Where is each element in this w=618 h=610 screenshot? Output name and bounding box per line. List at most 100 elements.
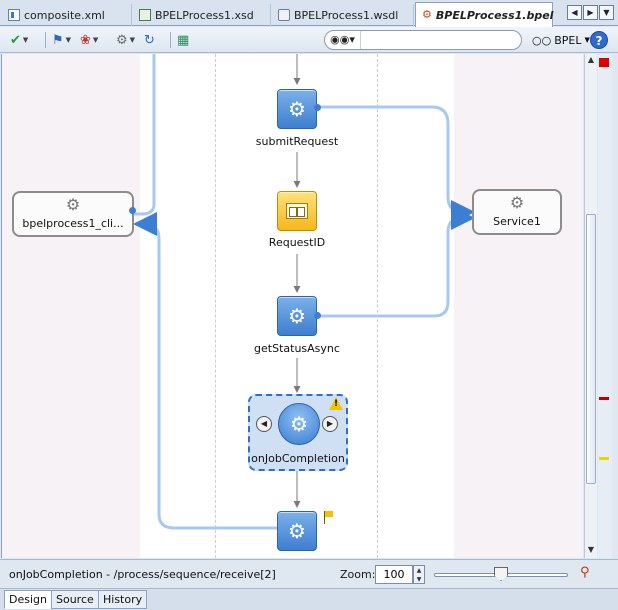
bpel-file-icon: ⚙ bbox=[422, 8, 432, 21]
selection-path: onJobCompletion - /process/sequence/rece… bbox=[9, 568, 276, 581]
scroll-tabs-right-icon[interactable]: ▶ bbox=[583, 5, 598, 20]
checkmark-icon: ✔ bbox=[10, 32, 21, 48]
glasses-icon: ○○ bbox=[532, 33, 552, 47]
zoom-to-fit-icon[interactable]: ⚲ bbox=[580, 565, 590, 580]
overview-markers bbox=[598, 54, 612, 558]
partner-link-label: bpelprocess1_cli... bbox=[22, 217, 124, 230]
wire-final-receive-to-client bbox=[133, 212, 278, 530]
zoom-stepper[interactable]: ▲ ▼ bbox=[413, 565, 425, 584]
tab-bpelprocess1-wsdl[interactable]: BPELProcess1.wsdl bbox=[272, 4, 414, 26]
previous-branch-icon[interactable]: ◀ bbox=[256, 416, 272, 432]
error-marker[interactable] bbox=[599, 397, 609, 400]
tab-source[interactable]: Source bbox=[51, 590, 99, 609]
pick-onjobcompletion-selected[interactable]: ◀ ⚙ ▶ onJobCompletion bbox=[248, 394, 348, 471]
tab-design[interactable]: Design bbox=[4, 590, 52, 609]
layout-button[interactable]: ▦ bbox=[177, 30, 189, 50]
tab-history[interactable]: History bbox=[98, 590, 148, 609]
chevron-down-icon: ▼ bbox=[584, 36, 590, 44]
zoom-label: Zoom: bbox=[340, 568, 376, 581]
activity-label: submitRequest bbox=[255, 135, 339, 148]
refresh-button[interactable]: ↻ bbox=[144, 30, 155, 50]
wire-getstatus-to-service bbox=[318, 206, 475, 318]
partner-link-service1[interactable]: ⚙ Service1 bbox=[472, 189, 562, 235]
chevron-down-icon: ▼ bbox=[92, 36, 99, 44]
tab-label: BPELProcess1.wsdl bbox=[294, 8, 399, 22]
wire-client-to-sequence bbox=[134, 54, 156, 216]
toolbar-separator bbox=[45, 32, 46, 48]
scrollbar-thumb[interactable] bbox=[586, 214, 596, 484]
search-input[interactable] bbox=[365, 32, 515, 48]
xsd-file-icon bbox=[139, 9, 151, 21]
partner-link-label: Service1 bbox=[493, 215, 541, 228]
next-branch-icon[interactable]: ▶ bbox=[322, 416, 338, 432]
tab-label: BPELProcess1.xsd bbox=[155, 8, 254, 22]
invoke-getstatusasync[interactable]: ⚙ bbox=[277, 296, 317, 336]
zoom-up-icon[interactable]: ▲ bbox=[416, 567, 422, 574]
bpel-design-canvas[interactable]: ⚙ bpelprocess1_cli... ⚙ Service1 ⚙ submi… bbox=[1, 54, 583, 558]
partner-link-bpelprocess1-client[interactable]: ⚙ bpelprocess1_cli... bbox=[12, 191, 134, 237]
service-gear-icon: ⚙ bbox=[65, 195, 81, 214]
bookmark-icon: ⚑ bbox=[52, 32, 64, 48]
deploy-button[interactable]: ⚙▼ bbox=[116, 30, 135, 50]
receive-gear-icon: ⚙ bbox=[288, 519, 306, 543]
swimlane-guide bbox=[215, 54, 216, 558]
view-tabs: Design Source History bbox=[0, 588, 618, 610]
vertical-scrollbar[interactable]: ▲ ▼ bbox=[584, 54, 597, 558]
status-bar: onJobCompletion - /process/sequence/rece… bbox=[0, 559, 618, 588]
editor-tab-strip: composite.xml BPELProcess1.xsd BPELProce… bbox=[0, 0, 618, 27]
tab-bpelprocess1-bpel[interactable]: ⚙ BPELProcess1.bpel bbox=[415, 2, 553, 27]
bpel-menu-button[interactable]: ○○ BPEL ▼ bbox=[532, 31, 590, 49]
composite-file-icon bbox=[8, 9, 20, 21]
tab-list-dropdown-icon[interactable]: ▼ bbox=[599, 5, 614, 20]
toolbar-separator bbox=[170, 32, 171, 48]
zoom-field[interactable] bbox=[375, 565, 413, 584]
palette-icon: ❀ bbox=[80, 32, 91, 48]
assign-icon bbox=[286, 203, 308, 219]
tab-label: composite.xml bbox=[24, 8, 105, 22]
invoke-submitrequest[interactable]: ⚙ bbox=[277, 89, 317, 129]
receive-activity[interactable]: ⚙ bbox=[277, 511, 317, 551]
invoke-port-icon bbox=[314, 104, 321, 111]
tab-bpelprocess1-xsd[interactable]: BPELProcess1.xsd bbox=[133, 4, 271, 26]
activity-label: getStatusAsync bbox=[254, 342, 340, 355]
search-box: ◉◉▾ bbox=[324, 30, 522, 50]
partner-port-icon bbox=[129, 207, 136, 214]
invoke-gear-icon: ⚙ bbox=[288, 304, 306, 328]
wsdl-file-icon bbox=[278, 9, 290, 21]
refresh-icon: ↻ bbox=[144, 32, 155, 48]
receive-gear-icon: ⚙ bbox=[278, 403, 320, 445]
scroll-up-icon[interactable]: ▲ bbox=[587, 55, 595, 64]
help-button[interactable]: ? bbox=[590, 31, 608, 49]
scroll-tabs-left-icon[interactable]: ◀ bbox=[567, 5, 582, 20]
partner-links-lane-left bbox=[2, 54, 140, 558]
zoom-down-icon[interactable]: ▼ bbox=[416, 576, 422, 583]
chevron-down-icon: ▼ bbox=[65, 36, 72, 44]
tab-label: BPELProcess1.bpel bbox=[435, 8, 554, 22]
invoke-port-icon bbox=[314, 312, 321, 319]
tab-navigation: ◀ ▶ ▼ bbox=[567, 5, 614, 20]
validate-button[interactable]: ✔▼ bbox=[10, 30, 28, 50]
chevron-down-icon: ▼ bbox=[129, 36, 136, 44]
swimlane-guide bbox=[377, 54, 378, 558]
warning-icon[interactable] bbox=[329, 397, 343, 410]
invoke-gear-icon: ⚙ bbox=[288, 97, 306, 121]
bpel-editor-toolbar: ✔▼ ⚑▼ ❀▼ ⚙▼ ↻ ▦ ◉◉▾ ○○ BPEL ▼ ? bbox=[0, 27, 618, 53]
bookmark-button[interactable]: ⚑▼ bbox=[52, 30, 71, 50]
warning-marker[interactable] bbox=[599, 457, 609, 460]
flag-icon bbox=[324, 511, 334, 525]
layout-icon: ▦ bbox=[177, 32, 190, 48]
wire-submit-to-service bbox=[318, 105, 475, 224]
assign-requestid[interactable] bbox=[277, 191, 317, 231]
chevron-down-icon: ▼ bbox=[22, 36, 29, 44]
bpel-menu-label: BPEL bbox=[554, 33, 582, 47]
error-marker[interactable] bbox=[599, 58, 609, 67]
binoculars-icon[interactable]: ◉◉▾ bbox=[325, 31, 361, 49]
tab-composite-xml[interactable]: composite.xml bbox=[2, 4, 132, 26]
zoom-slider-thumb[interactable] bbox=[494, 567, 508, 581]
palette-button[interactable]: ❀▼ bbox=[80, 30, 98, 50]
scroll-down-icon[interactable]: ▼ bbox=[587, 545, 595, 554]
activity-label: RequestID bbox=[268, 236, 326, 249]
connection-wires bbox=[133, 54, 475, 530]
partner-links-lane-right bbox=[454, 54, 583, 558]
activity-label: onJobCompletion bbox=[251, 452, 345, 465]
